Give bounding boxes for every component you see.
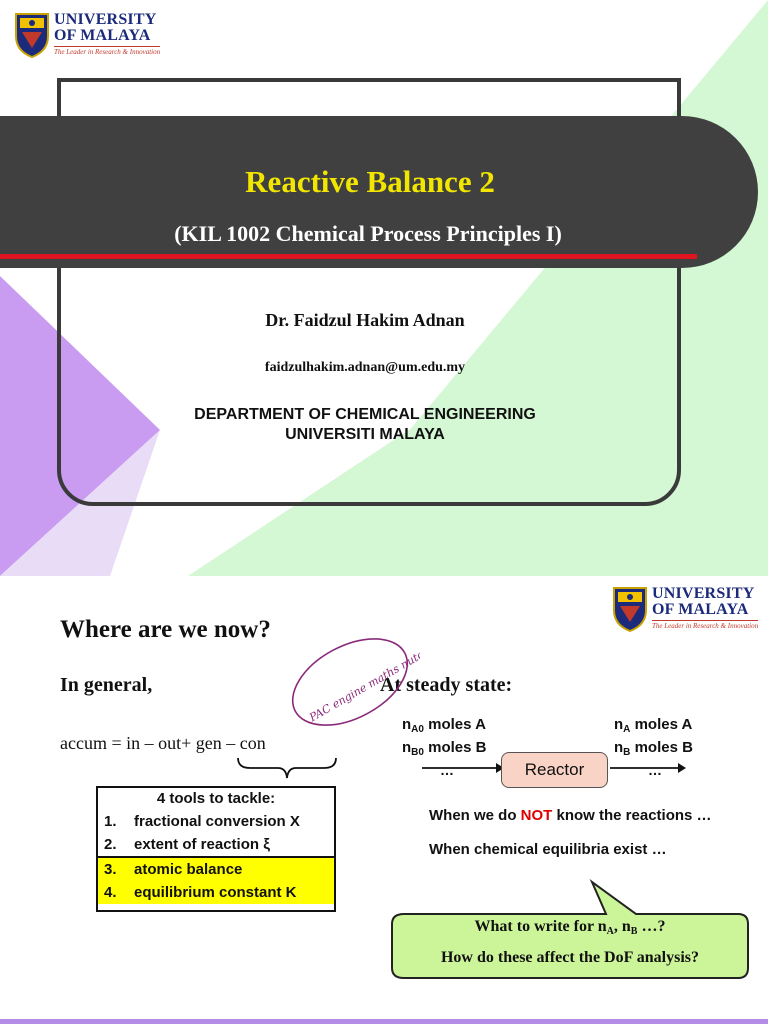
- tool-item: 3. atomic balance: [98, 858, 334, 881]
- tool-number: 3.: [104, 861, 117, 878]
- university-logo: UNIVERSITY OF MALAYA The Leader in Resea…: [14, 11, 161, 58]
- tool-label: atomic balance: [134, 861, 243, 878]
- department-line-2: UNIVERSITI MALAYA: [285, 426, 445, 443]
- author-name: Dr. Faidzul Hakim Adnan: [265, 310, 465, 330]
- callout-text: What to write for nA, nB …? How do these…: [392, 914, 748, 971]
- page-title: Reactive Balance 2: [245, 164, 495, 199]
- when-equilibria: When chemical equilibria exist …: [429, 841, 667, 858]
- tool-item: 4. equilibrium constant K: [98, 881, 334, 904]
- when-unknown-reactions: When we do NOT know the reactions …: [429, 807, 712, 824]
- inlet-a: nA0 moles A: [402, 716, 486, 735]
- logo-line-2: OF MALAYA: [54, 27, 151, 44]
- outlet-b: nB moles B: [614, 739, 693, 758]
- flow-arrows: [422, 763, 686, 773]
- tool-number: 4.: [104, 884, 117, 901]
- slide-where-are-we: UNIVERSITY OF MALAYA The Leader in Resea…: [0, 576, 768, 1024]
- reactor-box: Reactor: [501, 752, 608, 788]
- tools-header: 4 tools to tackle:: [156, 790, 276, 807]
- in-general-label: In general,: [60, 674, 153, 696]
- logo-line-2: OF MALAYA: [652, 601, 749, 618]
- tool-label: extent of reaction ξ: [134, 836, 270, 853]
- tool-item: 1. fractional conversion X: [98, 810, 334, 833]
- outlet-a: nA moles A: [614, 716, 693, 735]
- tool-number: 1.: [104, 813, 117, 830]
- department-line-1: DEPARTMENT OF CHEMICAL ENGINEERING: [194, 406, 536, 423]
- tool-item: 2. extent of reaction ξ: [98, 833, 334, 856]
- inlet-b: nB0 moles B: [402, 739, 487, 758]
- callout-bubble: [391, 879, 749, 979]
- title-banner: [0, 116, 758, 268]
- callout-line-1: What to write for nA, nB …?: [474, 918, 666, 937]
- title-frame: [57, 78, 681, 506]
- university-logo-2: UNIVERSITY OF MALAYA The Leader in Resea…: [612, 585, 759, 632]
- highlighted-tools: 3. atomic balance 4. equilibrium constan…: [98, 856, 334, 904]
- inlet-more: …: [440, 762, 454, 778]
- crest-icon: [613, 587, 647, 632]
- handwritten-annotation: PAC engine maths nuto 6: [291, 638, 420, 726]
- banner-red-line: [0, 254, 697, 259]
- tool-label: equilibrium constant K: [134, 884, 297, 901]
- steady-state-label: At steady state:: [380, 674, 513, 696]
- tool-label: fractional conversion X: [134, 813, 300, 830]
- bottom-accent-strip: [0, 1019, 768, 1024]
- author-email: faidzulhakim.adnan@um.edu.my: [264, 360, 466, 375]
- outlet-more: …: [648, 762, 662, 778]
- tool-number: 2.: [104, 836, 117, 853]
- tools-box: 4 tools to tackle: 1. fractional convers…: [96, 786, 336, 912]
- handwritten-text: PAC engine maths nuto 6: [306, 643, 420, 725]
- logo-line-1: UNIVERSITY: [652, 585, 755, 602]
- department: DEPARTMENT OF CHEMICAL ENGINEERING UNIVE…: [0, 405, 730, 445]
- curly-brace: [237, 757, 337, 779]
- slide-title: UNIVERSITY OF MALAYA The Leader in Resea…: [0, 0, 768, 576]
- crest-icon: [15, 13, 49, 58]
- slide-heading: Where are we now?: [60, 616, 271, 643]
- logo-line-1: UNIVERSITY: [54, 11, 157, 28]
- logo-tagline: The Leader in Research & Innovation: [652, 620, 759, 630]
- callout-line-2: How do these affect the DoF analysis?: [440, 949, 700, 966]
- logo-tagline: The Leader in Research & Innovation: [54, 46, 161, 56]
- balance-equation: accum = in – out+ gen – con: [60, 733, 266, 753]
- page-subtitle: (KIL 1002 Chemical Process Principles I): [174, 221, 562, 246]
